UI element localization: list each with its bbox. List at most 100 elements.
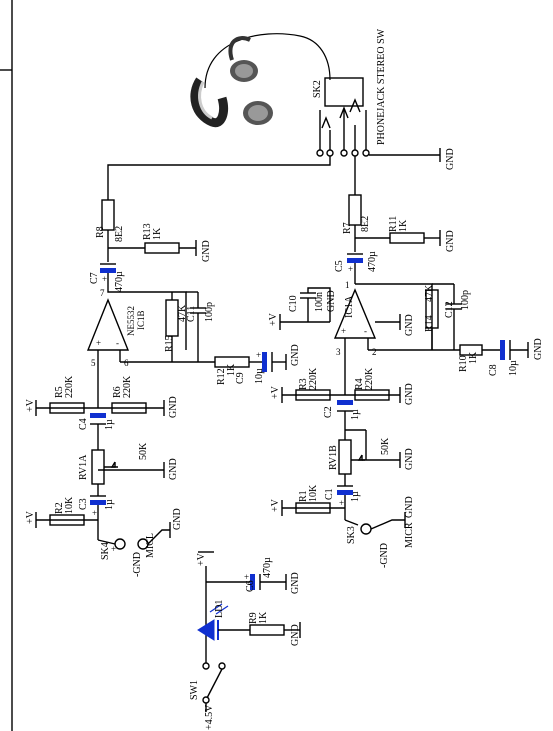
r2-value: 10K: [64, 496, 75, 514]
r7-value: 8E2: [360, 216, 371, 232]
capacitor-c8-plate: [500, 340, 505, 360]
resistor-r2: [49, 514, 85, 526]
headphones-icon: [190, 33, 331, 128]
opamp-ic1a: [333, 288, 377, 339]
c12-label: C12: [444, 301, 455, 318]
vcc-c10: +V: [268, 312, 279, 326]
r9-value: 1K: [258, 611, 269, 624]
c8-label: C8: [488, 364, 499, 376]
c7-value: 470µ: [114, 271, 125, 292]
r5-label: R5: [54, 386, 65, 398]
vcc-power: +V: [196, 552, 207, 566]
ic1a-label: IC1A: [344, 295, 355, 318]
c5-plus: +: [348, 264, 353, 274]
phonejack-label: PHONEJACK STEREO SW: [376, 28, 387, 145]
r8-value: 8E2: [114, 226, 125, 242]
c2-value: 1µ: [350, 409, 361, 420]
gnd-rv1a: GND: [168, 458, 179, 480]
c10-value: 100n: [314, 292, 325, 312]
r11-label: R11: [388, 216, 399, 232]
sk2-label: SK2: [312, 80, 323, 98]
sw1-contact-a: [202, 662, 210, 670]
c12-value: 100p: [460, 290, 471, 310]
r2-label: R2: [54, 502, 65, 514]
pot-rv1b: [338, 439, 352, 475]
c3-label: C3: [78, 498, 89, 510]
ic1b-plus: +: [96, 338, 101, 348]
pin1-label: 1: [345, 280, 350, 290]
resistor-r13: [144, 242, 180, 254]
gnd-c9: GND: [290, 344, 301, 366]
r3-label: R3: [298, 378, 309, 390]
c5-value: 470µ: [367, 251, 378, 272]
vcc-r2: +V: [25, 510, 36, 524]
c4-label: C4: [78, 418, 89, 430]
resistor-r8: [101, 199, 115, 231]
c8-value: 10µ: [508, 360, 519, 376]
pin7-label: 7: [100, 288, 105, 298]
r8-label: R8: [95, 226, 106, 238]
sk4-jack: [114, 538, 126, 550]
sk4-label: SK4: [100, 542, 111, 560]
sw1-label: SW1: [189, 680, 200, 700]
r13-value: 1K: [152, 227, 163, 240]
r14-label: R14: [424, 315, 435, 332]
r5-value: 220K: [64, 375, 75, 398]
r6-value: 220K: [122, 375, 133, 398]
r15-value: 47K: [177, 304, 188, 322]
mgnd-right: -GND: [379, 543, 390, 568]
c9-label: C9: [235, 372, 246, 384]
capacitor-c2-plate: [337, 400, 353, 405]
v45-label: +4.5V: [204, 704, 215, 730]
gnd-r13: GND: [201, 240, 212, 262]
phonejack-sk2: [316, 77, 370, 157]
c11-value: 100p: [204, 302, 215, 322]
r12-label: R12: [216, 368, 227, 385]
micr-label: MICR: [404, 522, 415, 548]
sw1-lever: [206, 668, 223, 699]
r13-label: R13: [142, 223, 153, 240]
c11-label: C11: [186, 306, 197, 322]
led-ld1: [197, 619, 215, 641]
r4-label: R4: [354, 378, 365, 390]
r12-value: 1K: [226, 363, 237, 376]
gnd-r4: GND: [404, 383, 415, 405]
c7-label: C7: [89, 272, 100, 284]
sw1-contact-b: [218, 662, 226, 670]
c1-label: C1: [324, 488, 335, 500]
gnd-jack: GND: [445, 148, 456, 170]
resistor-r3: [295, 389, 331, 401]
capacitor-c6-plate: [250, 574, 255, 590]
opamp-ic1b: [86, 298, 130, 351]
sk3-jack: [360, 523, 372, 535]
vcc-r3: +V: [270, 385, 281, 399]
c7-plus: +: [102, 274, 107, 284]
resistor-r5: [49, 402, 85, 414]
pot-rv1a: [91, 449, 105, 485]
r3-value: 220K: [308, 367, 319, 390]
rv1b-label: RV1B: [328, 445, 339, 470]
ic1a-minus: -: [364, 326, 367, 336]
ne5532-label: NE5532: [126, 306, 136, 336]
c10-label: C10: [288, 295, 299, 312]
gnd-c6: GND: [290, 572, 301, 594]
r1-value: 10K: [308, 484, 319, 502]
vcc-r5: +V: [25, 398, 36, 412]
pin6-label: 6: [124, 358, 129, 368]
c1-plus: +: [339, 498, 344, 508]
gnd-r9: GND: [290, 624, 301, 646]
c9-plus: +: [256, 350, 261, 360]
r4-value: 220K: [364, 367, 375, 390]
r10-value: 1K: [468, 351, 479, 364]
resistor-r6: [111, 402, 147, 414]
r9-label: R9: [248, 612, 259, 624]
gnd-c8: GND: [533, 338, 544, 360]
mgnd-left: -GND: [132, 552, 143, 577]
ld1-label: LD1: [214, 600, 225, 618]
gnd-ic1a: GND: [404, 314, 415, 336]
resistor-r4: [354, 389, 390, 401]
r7-label: R7: [342, 222, 353, 234]
gnd-c10: GND: [326, 290, 337, 312]
c3-value: 1µ: [104, 499, 115, 510]
